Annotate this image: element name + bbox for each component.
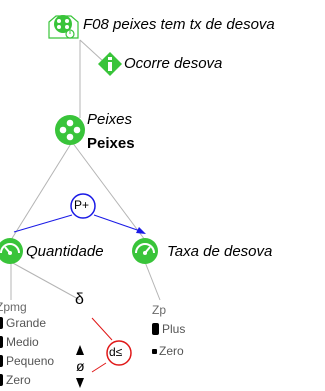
- value-marker-icon: [0, 374, 3, 386]
- qs-value-zero[interactable]: Zero: [152, 345, 184, 357]
- condition-to-title-line: [79, 39, 105, 63]
- model-fragment-icon[interactable]: [46, 12, 80, 40]
- inequality-line: [91, 317, 113, 341]
- value-marker-icon: [152, 323, 159, 335]
- condition-label: Ocorre desova: [124, 55, 223, 72]
- quantity-gauge-icon[interactable]: [131, 237, 159, 265]
- model-fragment-title: F08 peixes tem tx de desova: [83, 16, 275, 33]
- entity-icon[interactable]: [54, 114, 86, 146]
- derivative-down-arrow: [76, 378, 84, 388]
- quantity-taxa-label: Taxa de desova: [167, 243, 273, 260]
- entity-type-label: Peixes: [87, 111, 133, 128]
- inequality-to-value-line: [91, 362, 107, 373]
- quantity-space-zp-label: Zp: [152, 303, 167, 317]
- value-marker-icon: [0, 355, 3, 367]
- quantity-gauge-icon[interactable]: [0, 237, 24, 265]
- qs-value-zero[interactable]: Zero: [0, 374, 31, 386]
- quantity-quantidade-label: Quantidade: [26, 243, 104, 260]
- relation-circle: [70, 193, 96, 219]
- entity-to-quantidade-line: [10, 141, 73, 241]
- quantidade-to-derivative-line: [10, 261, 81, 301]
- value-marker-icon: [0, 336, 3, 348]
- condition-icon[interactable]: [97, 51, 123, 77]
- qs-value-pequeno[interactable]: Pequeno: [0, 355, 54, 367]
- prop-to-taxa-line: [93, 214, 144, 233]
- taxa-to-space-line: [144, 261, 161, 301]
- value-marker-icon: [0, 317, 3, 329]
- quantity-space-zpmg-label: Zpmg: [0, 300, 27, 314]
- value-point-icon: [152, 349, 157, 354]
- inequality-circle: [106, 340, 132, 366]
- entity-to-taxa-line: [71, 141, 146, 241]
- derivative-zero-value[interactable]: ø: [76, 358, 85, 374]
- qs-value-grande[interactable]: Grande: [0, 317, 46, 329]
- derivative-up-arrow: [76, 345, 84, 355]
- relation-label[interactable]: P+: [74, 198, 90, 212]
- qs-value-medio[interactable]: Medio: [0, 336, 39, 348]
- derivative-symbol: δ: [75, 291, 84, 308]
- prop-arrowhead: [136, 227, 146, 234]
- entity-name-label: Peixes: [87, 135, 135, 152]
- qs-value-plus[interactable]: Plus: [152, 323, 185, 335]
- inequality-label[interactable]: d≤: [109, 345, 123, 359]
- prop-from-quantidade-line: [13, 214, 73, 233]
